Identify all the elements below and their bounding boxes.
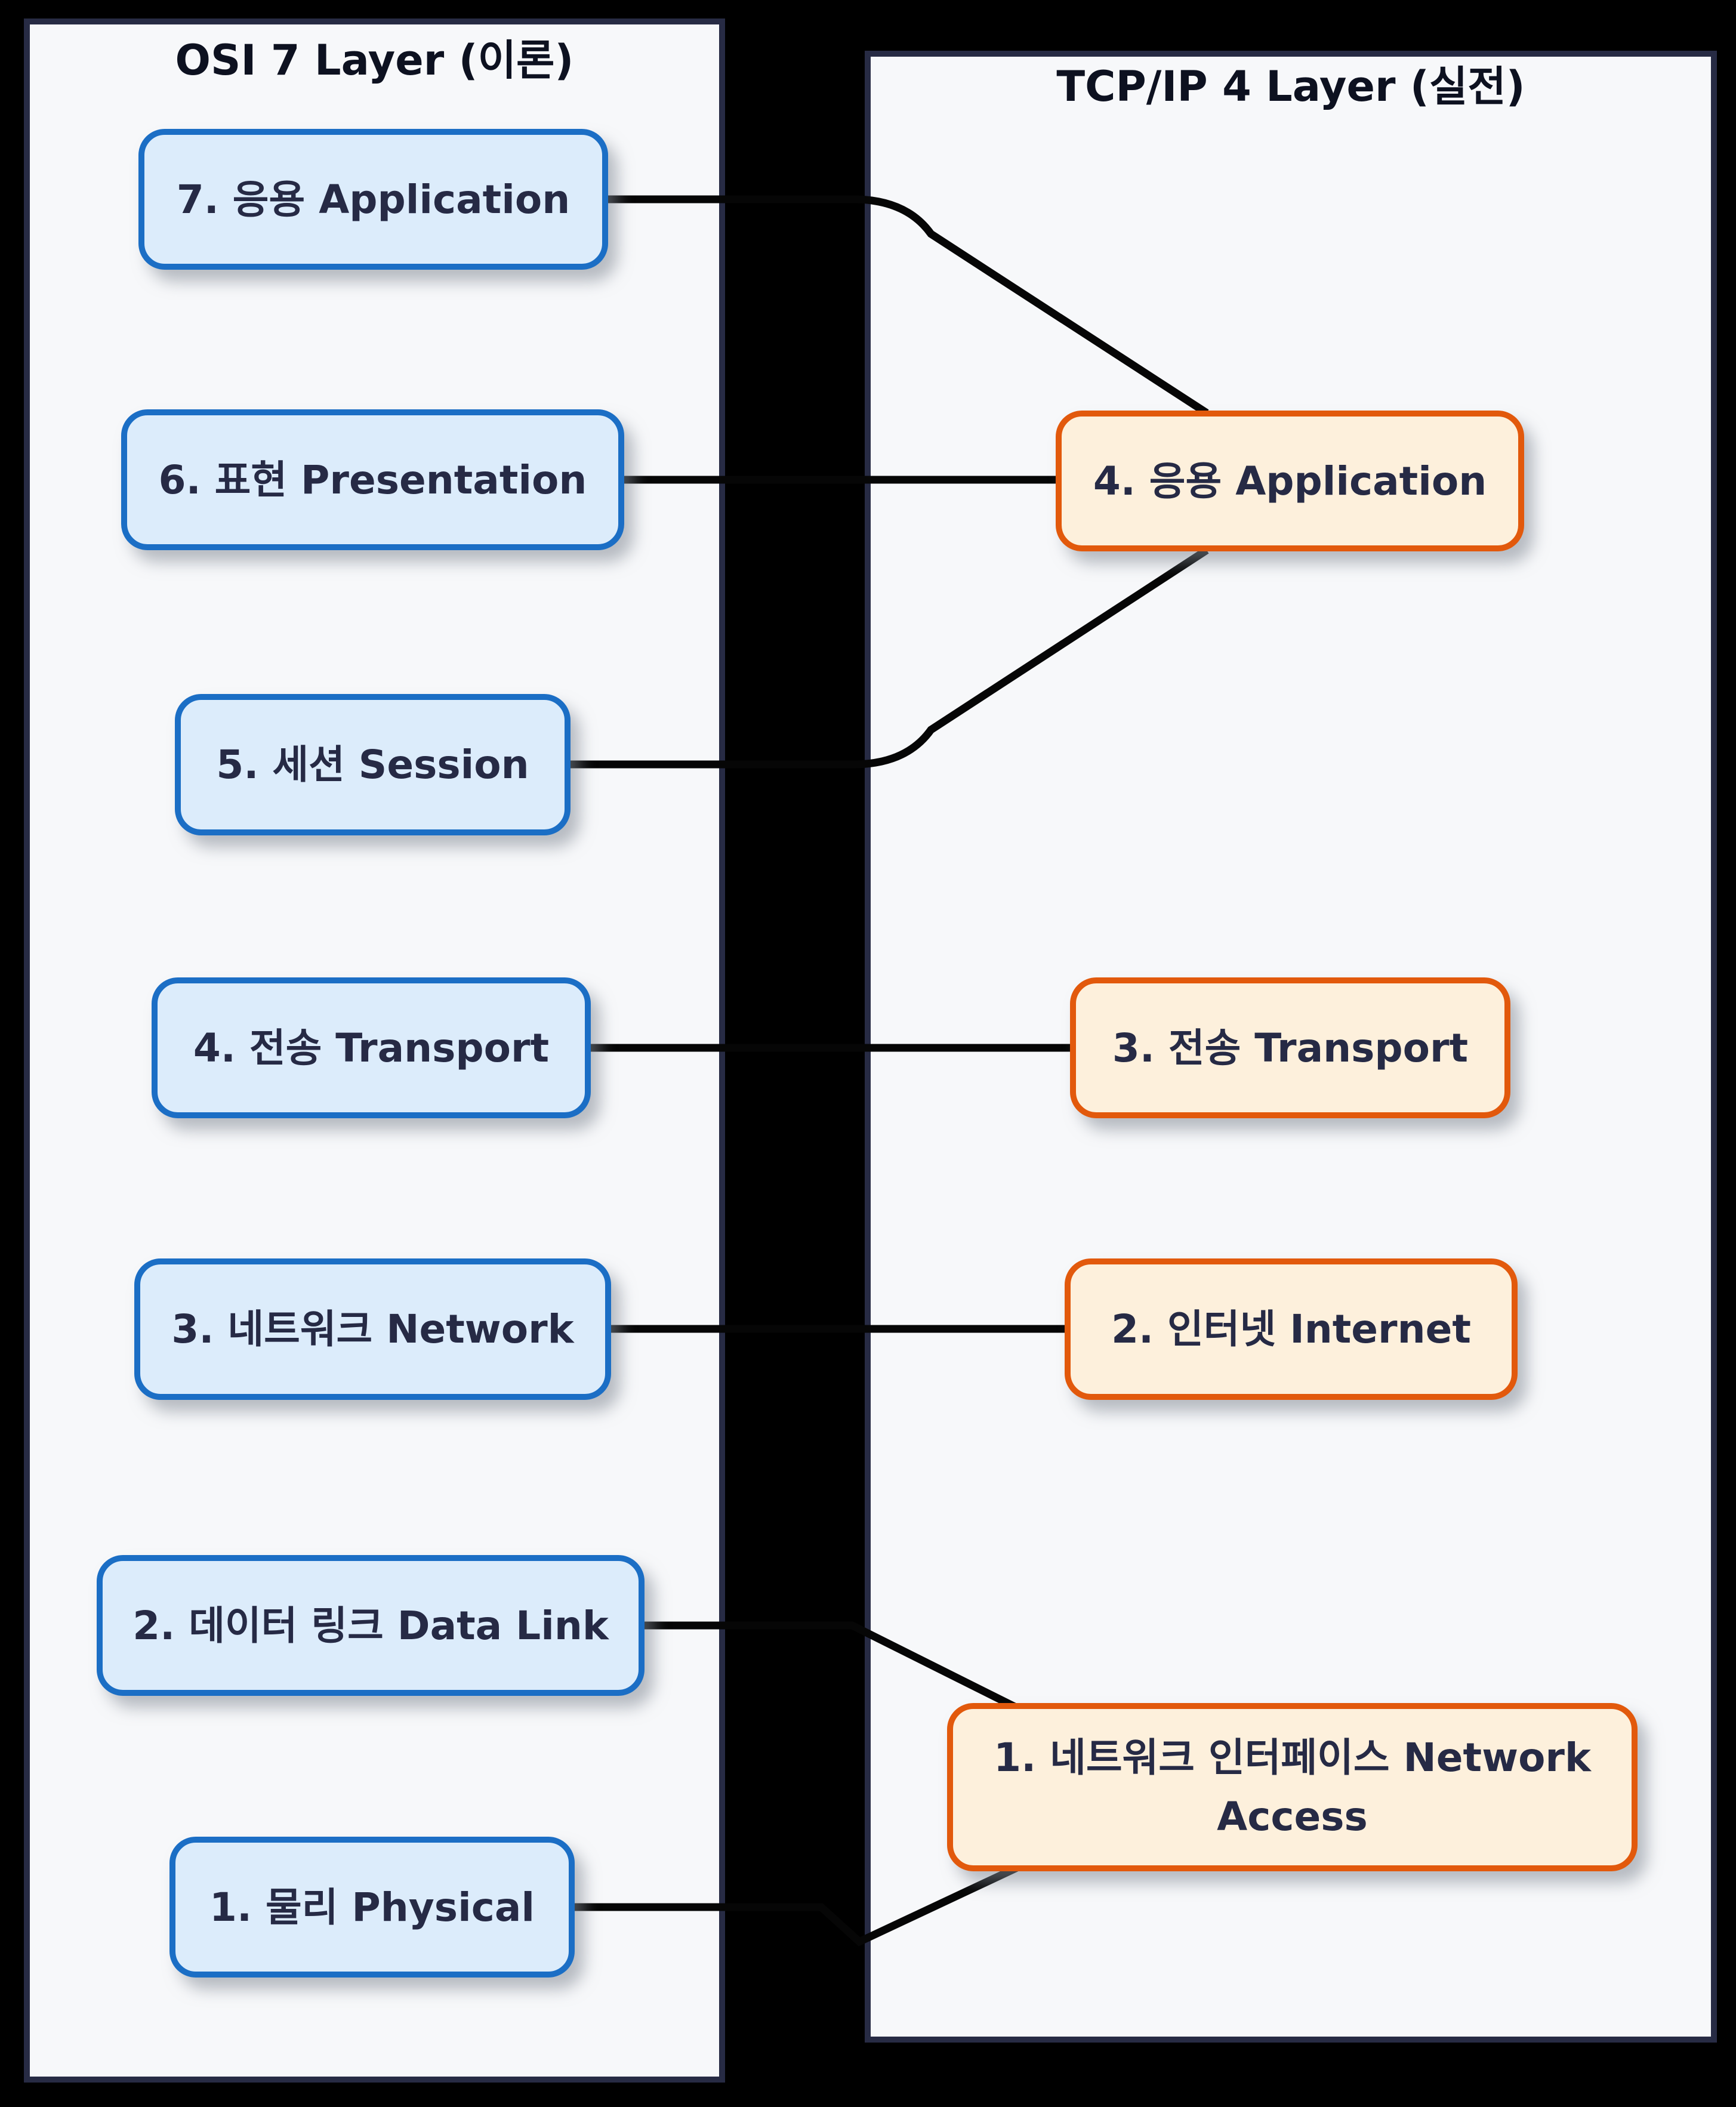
node-tcpip-1-network-access: 1. 네트워크 인터페이스 Network Access xyxy=(947,1703,1638,1871)
node-label: 2. 데이터 링크 Data Link xyxy=(132,1602,609,1649)
node-label: 6. 표현 Presentation xyxy=(158,456,587,503)
node-tcpip-4-application: 4. 응용 Application xyxy=(1056,411,1524,551)
node-label: 5. 세션 Session xyxy=(216,742,529,788)
node-label: 2. 인터넷 Internet xyxy=(1111,1306,1471,1352)
node-label: 7. 응용 Application xyxy=(176,176,571,223)
node-label: 1. 물리 Physical xyxy=(209,1884,535,1930)
node-osi-6-presentation: 6. 표현 Presentation xyxy=(121,409,624,550)
node-osi-7-application: 7. 응용 Application xyxy=(138,129,608,270)
node-label: 3. 전송 Transport xyxy=(1112,1025,1469,1071)
edge-osi2-to-tcpip1 xyxy=(641,1621,1019,1711)
node-label: 4. 응용 Application xyxy=(1093,458,1487,504)
node-osi-5-session: 5. 세션 Session xyxy=(175,694,571,835)
node-osi-2-data-link: 2. 데이터 링크 Data Link xyxy=(97,1555,645,1696)
node-osi-1-physical: 1. 물리 Physical xyxy=(169,1837,575,1978)
node-tcpip-2-internet: 2. 인터넷 Internet xyxy=(1065,1258,1518,1400)
tcpip-panel-title: TCP/IP 4 Layer (실전) xyxy=(1056,62,1525,111)
node-tcpip-3-transport: 3. 전송 Transport xyxy=(1070,977,1510,1118)
node-label: 4. 전송 Transport xyxy=(193,1025,550,1071)
node-label: 3. 네트워크 Network xyxy=(171,1306,574,1352)
edge-osi1-to-tcpip1 xyxy=(571,1864,1019,1946)
osi-panel-title: OSI 7 Layer (이론) xyxy=(175,36,574,85)
edge-osi5-to-tcpip4 xyxy=(567,547,1209,769)
edge-osi7-to-tcpip4 xyxy=(604,195,1209,417)
node-label: 1. 네트워크 인터페이스 Network Access xyxy=(994,1735,1591,1840)
node-osi-3-network: 3. 네트워크 Network xyxy=(134,1258,611,1400)
node-osi-4-transport: 4. 전송 Transport xyxy=(152,977,591,1118)
